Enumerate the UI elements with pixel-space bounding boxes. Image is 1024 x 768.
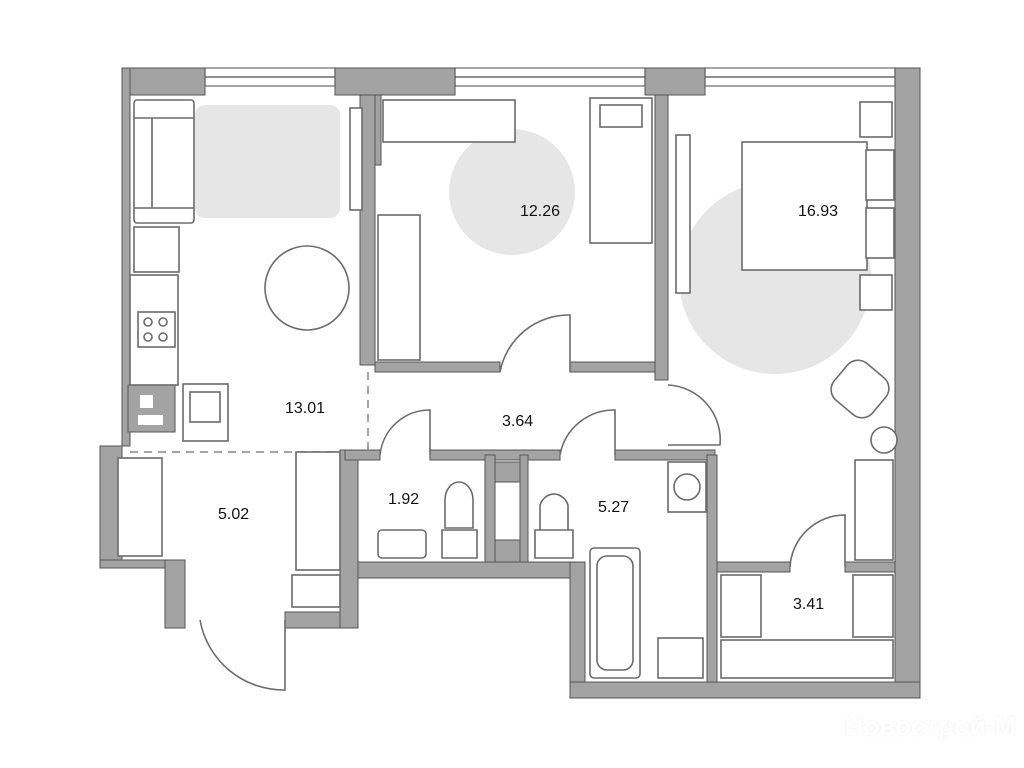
area-label-balcony: 3.41	[793, 596, 825, 613]
area-label-entry: 5.02	[218, 506, 250, 523]
tv-2	[675, 134, 691, 294]
dining-table	[264, 245, 350, 331]
wc-sink	[377, 529, 427, 559]
tv	[349, 107, 363, 211]
toilet-2	[534, 493, 574, 559]
wardrobe-1	[377, 214, 421, 361]
area-label-bedroom-1: 12.26	[520, 203, 561, 220]
shoe-rack	[291, 574, 341, 608]
area-label-bathroom: 5.27	[598, 499, 630, 516]
wardrobe-entry	[117, 457, 163, 557]
area-label-wc: 1.92	[388, 491, 420, 508]
area-label-living-kitchen: 13.01	[285, 400, 326, 417]
wardrobe-2	[854, 459, 894, 561]
furniture	[117, 97, 898, 679]
area-label-hall: 3.64	[502, 413, 534, 430]
armchair	[830, 359, 890, 419]
bedroom-1-rug	[449, 129, 575, 255]
windows	[204, 67, 896, 87]
double-bed	[741, 141, 868, 271]
area-label-bedroom-2: 16.93	[798, 203, 839, 220]
watermark: Новострой-М	[844, 711, 1016, 741]
doors	[130, 314, 846, 691]
toilet	[441, 481, 478, 559]
stove	[137, 311, 176, 348]
sofa	[133, 99, 195, 224]
bath-sink	[657, 637, 704, 679]
walls	[99, 67, 921, 699]
wardrobe-entry-2	[295, 451, 341, 571]
desk	[382, 99, 516, 143]
rug	[195, 105, 340, 218]
